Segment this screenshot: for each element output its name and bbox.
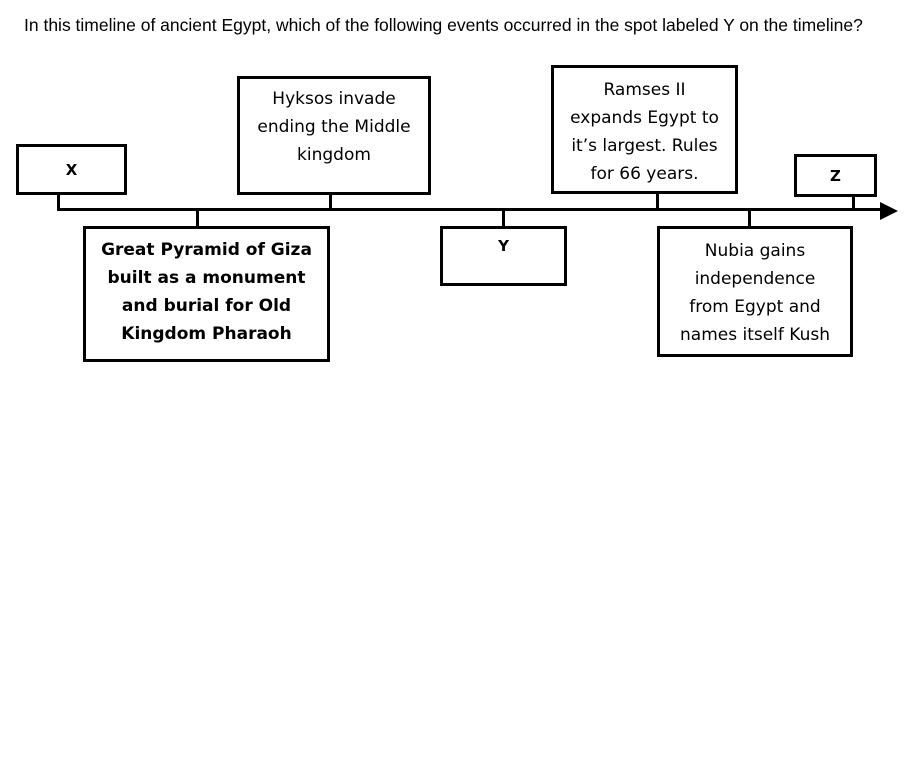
- timeline-axis: [57, 208, 883, 211]
- event-label: Y: [498, 237, 509, 255]
- event-box-x: X: [16, 144, 127, 195]
- tick-ramses: [656, 192, 659, 209]
- tick-y: [502, 210, 505, 228]
- event-label: Nubia gains independence from Egypt and …: [680, 241, 830, 345]
- event-label: Great Pyramid of Giza built as a monumen…: [101, 240, 312, 344]
- event-box-nubia: Nubia gains independence from Egypt and …: [657, 226, 853, 357]
- question-text: In this timeline of ancient Egypt, which…: [24, 15, 863, 35]
- event-label: Hyksos invade ending the Middle kingdom: [257, 89, 411, 165]
- event-box-hyksos: Hyksos invade ending the Middle kingdom: [237, 76, 431, 195]
- tick-nubia: [748, 210, 751, 228]
- event-box-y: Y: [440, 226, 567, 286]
- tick-x: [57, 193, 60, 209]
- tick-z: [852, 195, 855, 209]
- event-label: X: [65, 160, 78, 179]
- tick-hyksos: [329, 193, 332, 209]
- event-box-z: Z: [794, 154, 877, 197]
- event-box-pyramid: Great Pyramid of Giza built as a monumen…: [83, 226, 330, 362]
- event-label: Z: [830, 166, 841, 185]
- event-label: Ramses II expands Egypt to it’s largest.…: [570, 80, 719, 184]
- event-box-ramses: Ramses II expands Egypt to it’s largest.…: [551, 65, 738, 194]
- tick-pyramid: [196, 210, 199, 228]
- timeline-arrowhead: [880, 202, 898, 220]
